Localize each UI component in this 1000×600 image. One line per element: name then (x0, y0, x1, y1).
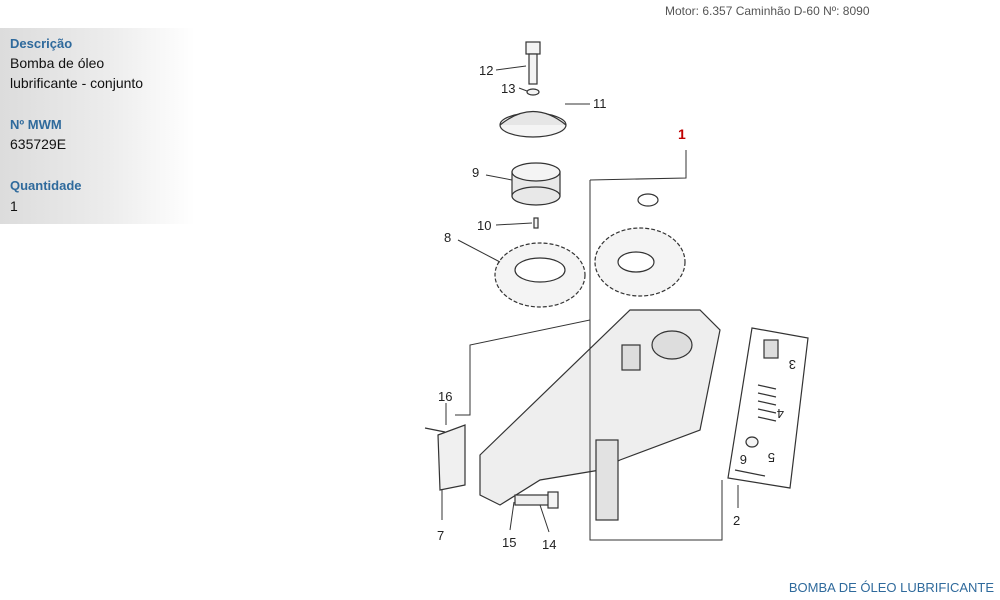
callout-10: 10 (477, 218, 491, 233)
quantity-value: 1 (10, 198, 18, 214)
callout-2: 2 (733, 513, 740, 528)
callout-13: 13 (501, 81, 515, 96)
valve-group-frame (727, 327, 809, 489)
bolt-head (525, 41, 541, 55)
callout-6: 6 (740, 452, 747, 467)
callout-15: 15 (502, 535, 516, 550)
callout-14: 14 (542, 537, 556, 552)
pump-body (479, 309, 721, 506)
callout-9: 9 (472, 165, 479, 180)
pin-10 (533, 217, 539, 229)
description-line2: lubrificante - conjunto (10, 75, 144, 91)
callout-11: 11 (593, 96, 607, 111)
part-info-panel: Descrição Bomba de óleo lubrificante - c… (0, 28, 195, 224)
diagram-caption: BOMBA DE ÓLEO LUBRIFICANTE (788, 580, 994, 595)
callout-1: 1 (678, 126, 686, 142)
callout-numbers: 12 13 11 1 9 10 8 16 7 15 14 2 3 4 5 6 (437, 63, 796, 552)
description-line1: Bomba de óleo (10, 55, 105, 71)
description-label: Descrição (10, 36, 73, 51)
callout-7: 7 (437, 528, 444, 543)
motor-header: Motor: 6.357 Caminhão D-60 Nº: 8090 (665, 4, 870, 18)
pickup-tube (595, 439, 619, 521)
callout-8: 8 (444, 230, 451, 245)
callout-5: 5 (768, 450, 775, 465)
callout-3: 3 (789, 357, 796, 372)
callout-12: 12 (479, 63, 493, 78)
mwm-value: 635729E (10, 136, 67, 152)
washer-13 (526, 88, 540, 96)
plate-7 (437, 424, 466, 491)
snap-ring (637, 193, 659, 207)
mwm-label: Nº MWM (10, 117, 62, 132)
bolt-shank (528, 53, 538, 85)
quantity-label: Quantidade (10, 178, 82, 193)
callout-4: 4 (777, 406, 784, 421)
leader-lines (441, 65, 739, 541)
callout-16: 16 (438, 389, 452, 404)
diagram-parts (424, 41, 809, 521)
